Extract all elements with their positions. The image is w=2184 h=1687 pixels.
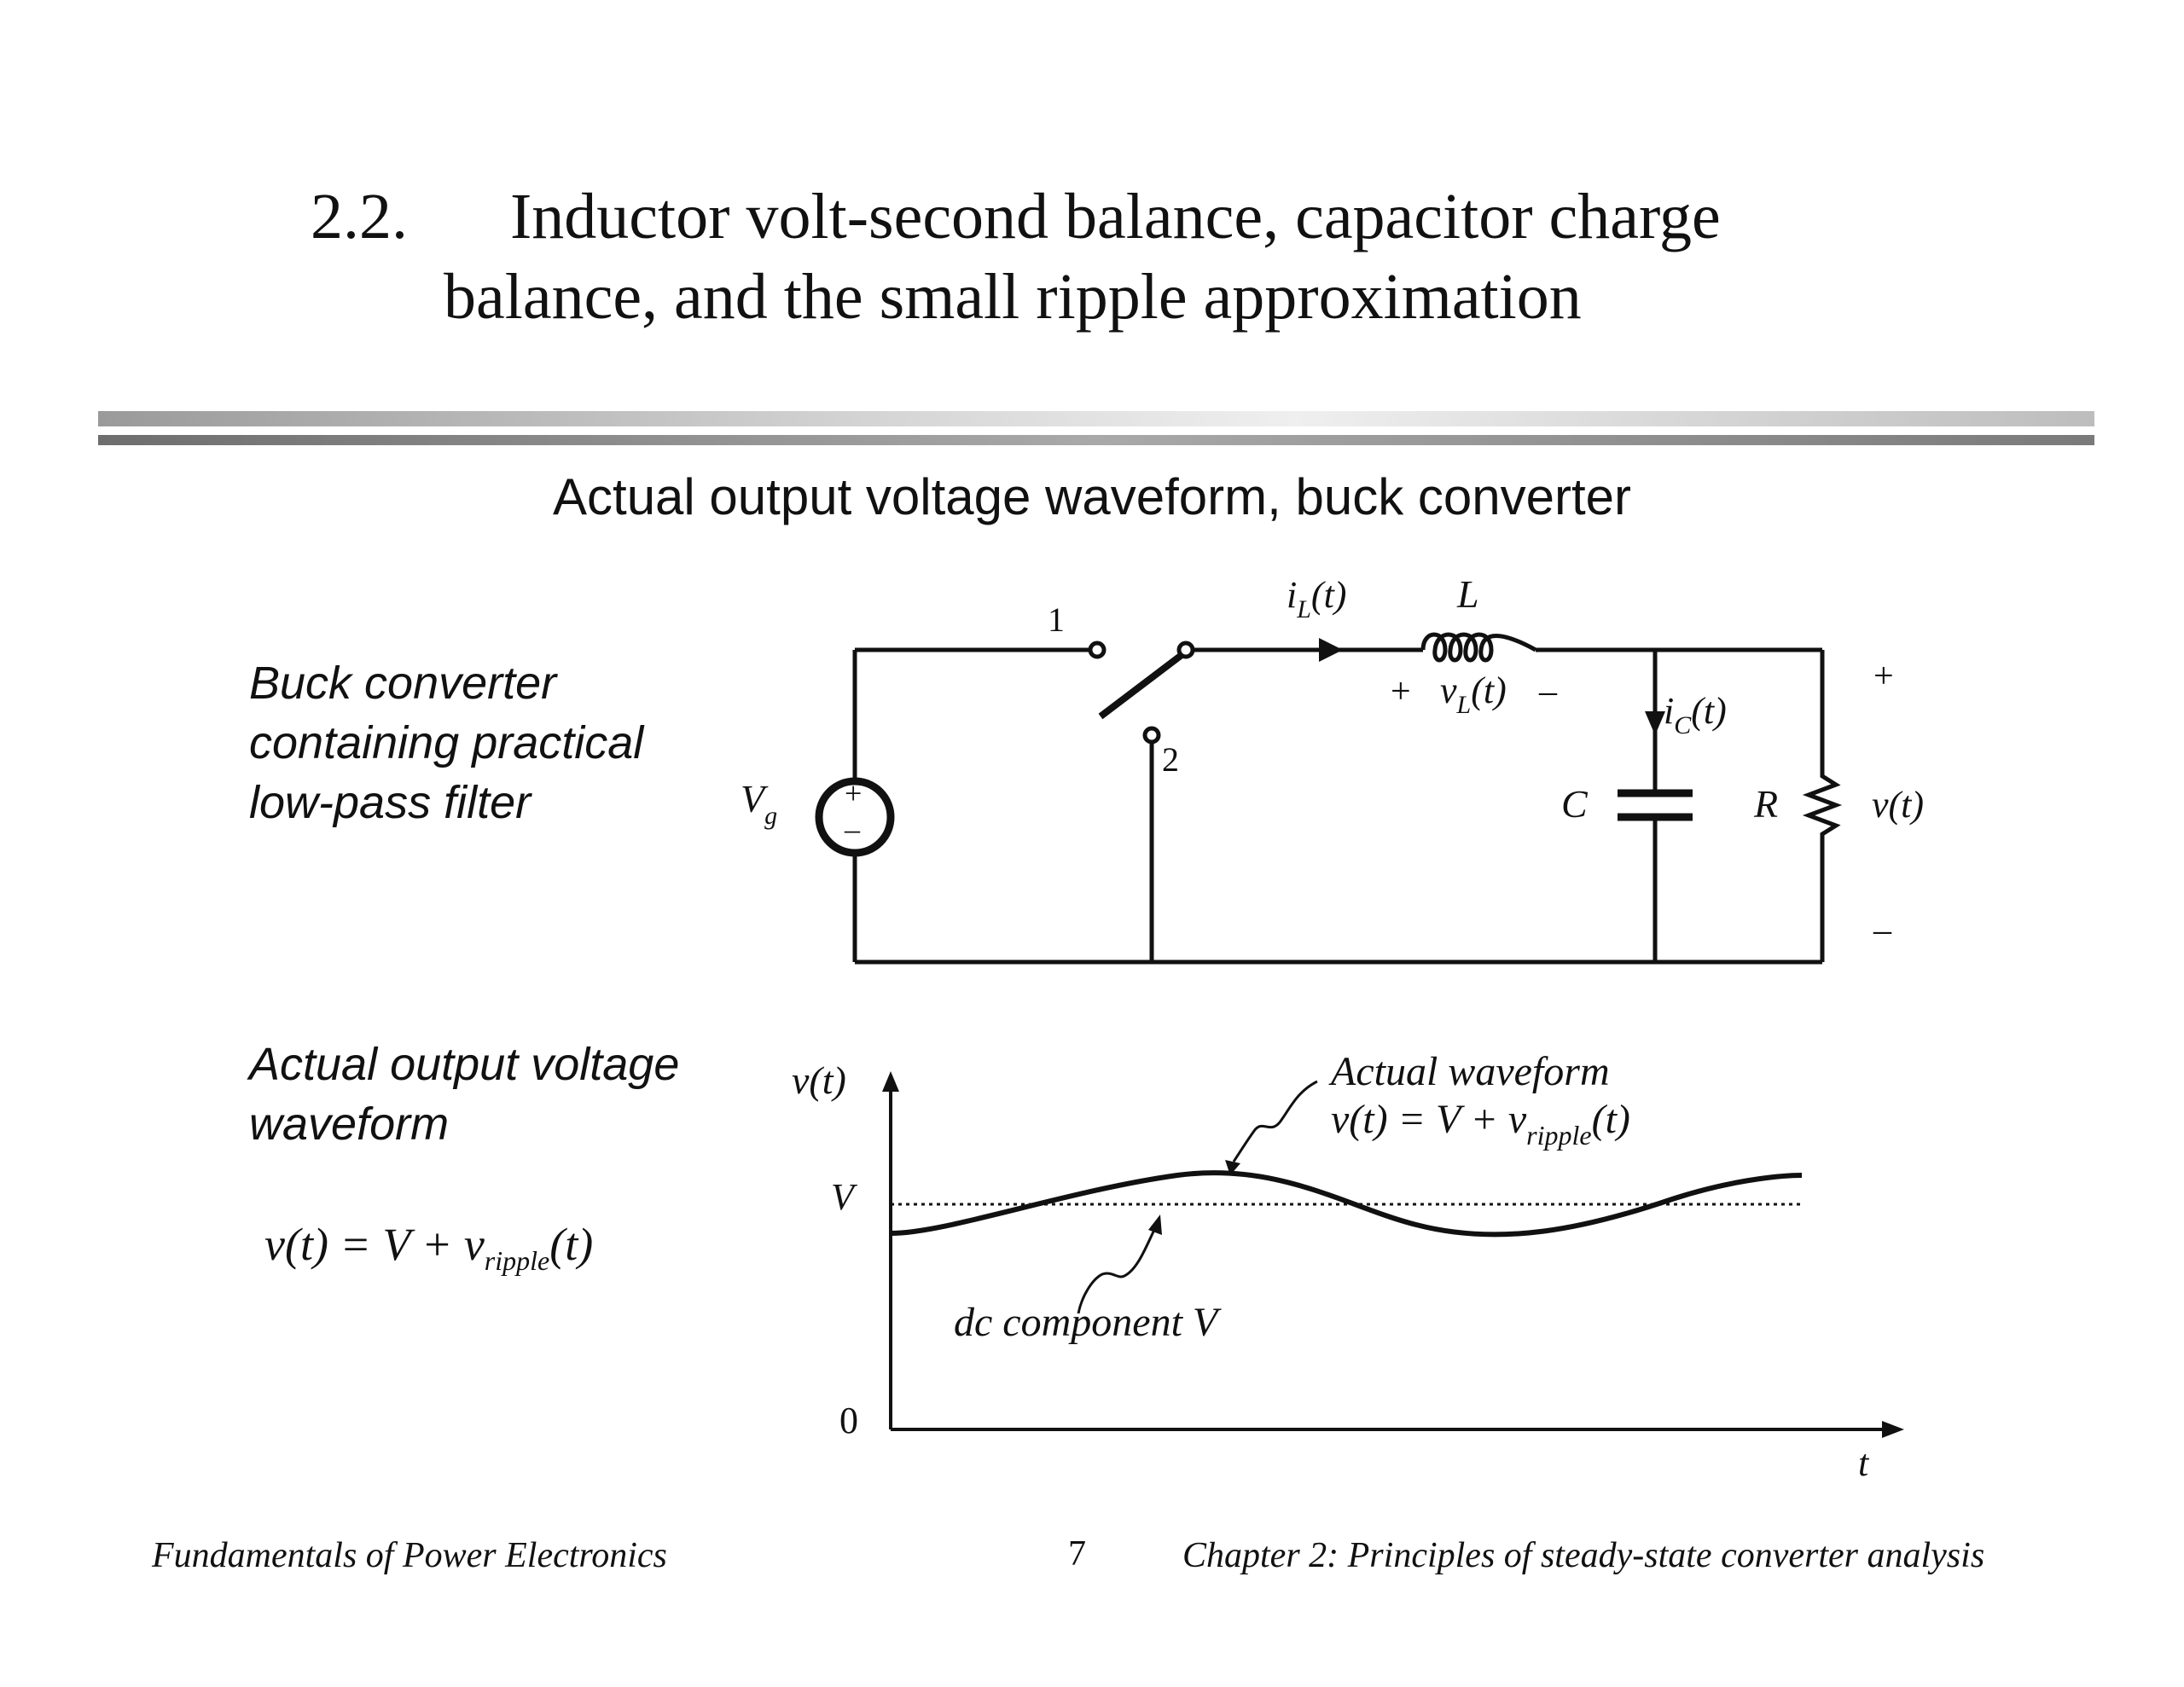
y-axis-arrowhead (882, 1071, 899, 1092)
actual-waveform-label-line1: Actual waveform (1328, 1049, 1610, 1094)
footer-book-title: Fundamentals of Power Electronics (152, 1536, 667, 1575)
slide-subtitle: Actual output voltage waveform, buck con… (553, 468, 1631, 525)
inductor-voltage-label: vL(t) (1440, 670, 1507, 719)
switch-pos2-label: 2 (1162, 740, 1179, 779)
v-tick-label: V (831, 1176, 858, 1218)
inductor-coil (1420, 632, 1537, 663)
x-axis-arrowhead (1882, 1421, 1904, 1438)
source-label: Vg (741, 777, 777, 830)
switch-blade (1098, 652, 1184, 720)
circuit-caption-line: low-pass filter (249, 777, 531, 828)
equation-end: (t) (549, 1219, 594, 1270)
zero-tick-label: 0 (839, 1400, 858, 1441)
switch-pos1-label: 1 (1048, 600, 1065, 639)
section-number: 2.2. (311, 181, 408, 252)
page-number: 7 (1068, 1534, 1086, 1574)
actual-waveform-label-line2: v(t) = V + vripple(t) (1331, 1097, 1630, 1151)
inductor-voltage-plus: + (1391, 672, 1411, 711)
actual-waveform-leader-arrow (1225, 1160, 1240, 1175)
title-divider-bottom (98, 435, 2094, 445)
dc-component-leader (1077, 1227, 1157, 1314)
inductor-voltage-arg: (t) (1471, 670, 1507, 711)
buck-converter-circuit (815, 632, 1843, 965)
circuit-caption-line: containing practical (249, 717, 644, 768)
inductor-voltage-sub: L (1456, 691, 1472, 719)
circuit-caption-line: Buck converter (249, 658, 557, 709)
waveform-plot (882, 1071, 1904, 1438)
inductor-voltage-main: v (1440, 670, 1457, 711)
title-divider-top (98, 411, 2094, 426)
inductor-current-label: iL(t) (1287, 574, 1346, 623)
dc-component-leader-arrow (1148, 1215, 1162, 1235)
actual-waveform-end: (t) (1592, 1097, 1630, 1142)
output-voltage-label: v(t) (1872, 784, 1924, 826)
equation-main: v(t) = V + v (264, 1219, 485, 1270)
capacitor-label: C (1561, 782, 1589, 826)
capacitor-current-label: iC(t) (1664, 690, 1727, 739)
inductor-current-arrow (1319, 638, 1343, 662)
actual-waveform-sub: ripple (1526, 1120, 1591, 1151)
waveform-caption-line: waveform (249, 1099, 450, 1150)
switch-pin-2 (1142, 726, 1161, 745)
inductor-current-main: i (1287, 574, 1297, 616)
waveform-caption: Actual output voltage waveform (249, 1035, 679, 1154)
source-label-sub: g (764, 802, 777, 830)
voltage-source (815, 777, 895, 857)
source-plus-sign: + (845, 776, 862, 810)
equation-subscript: ripple (484, 1244, 550, 1276)
output-plus: + (1873, 657, 1894, 696)
actual-waveform-leader (1232, 1080, 1318, 1162)
inductor-current-arg: (t) (1311, 574, 1347, 616)
waveform-caption-line: Actual output voltage (249, 1039, 680, 1090)
dc-component-label: dc component V (954, 1300, 1222, 1345)
inductor-current-sub: L (1296, 595, 1311, 623)
capacitor-current-arg: (t) (1691, 690, 1727, 732)
output-voltage-equation: v(t) = V + vripple(t) (264, 1218, 593, 1277)
resistor-wire (1802, 650, 1843, 962)
actual-waveform-main: v(t) = V + v (1331, 1097, 1527, 1142)
circuit-caption: Buck converter containing practical low-… (249, 653, 643, 832)
capacitor-current-arrow (1645, 711, 1665, 735)
footer-chapter-title: Chapter 2: Principles of steady-state co… (1182, 1536, 1985, 1575)
inductor-label: L (1456, 572, 1479, 616)
title-line-2: balance, and the small ripple approximat… (444, 261, 1582, 333)
x-axis-label: t (1858, 1442, 1870, 1484)
capacitor-current-main: i (1664, 690, 1674, 732)
source-minus-sign: – (844, 812, 861, 846)
resistor-label: R (1753, 782, 1778, 826)
output-minus: – (1873, 911, 1892, 950)
switch-pin-1 (1088, 641, 1107, 659)
actual-waveform-curve (890, 1170, 1803, 1238)
source-label-main: V (741, 777, 769, 820)
y-axis-label: v(t) (792, 1058, 846, 1102)
inductor-voltage-minus: – (1538, 672, 1558, 711)
title-line-1: Inductor volt-second balance, capacitor … (510, 181, 1721, 252)
capacitor-current-sub: C (1674, 711, 1692, 739)
